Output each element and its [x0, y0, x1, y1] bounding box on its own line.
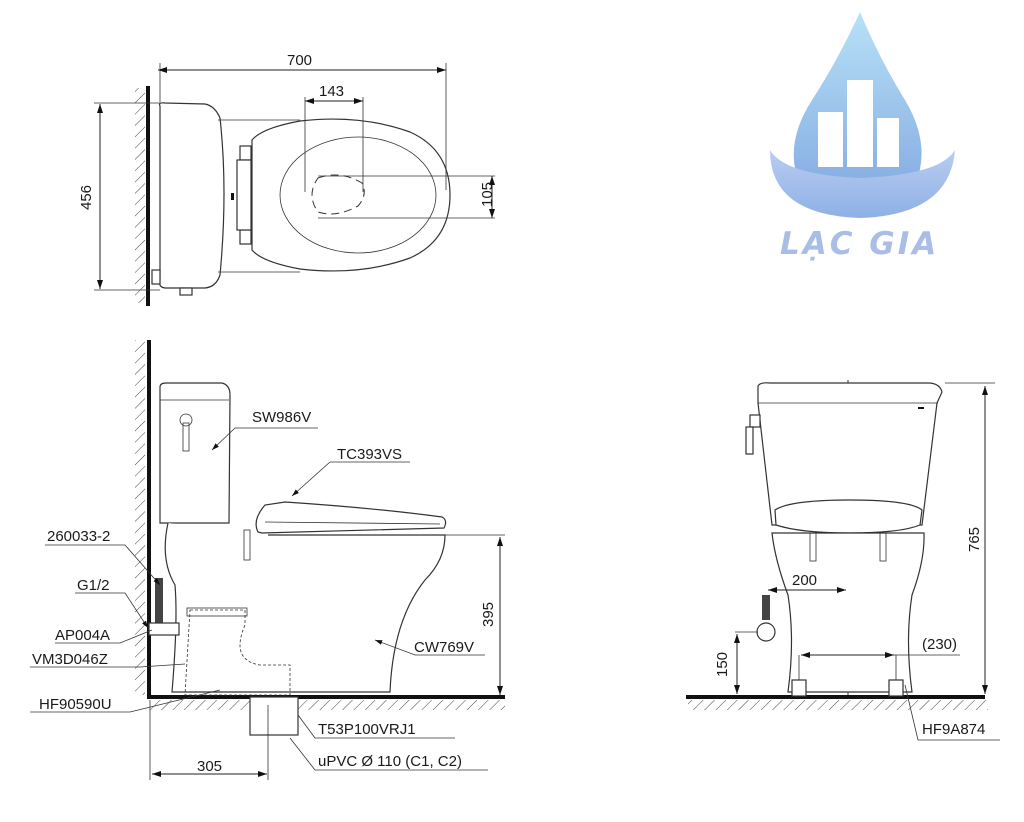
part-stop-valve: AP004A: [55, 627, 111, 644]
part-tank: SW986V: [252, 409, 312, 426]
dim-overall-width: 456: [78, 184, 96, 211]
part-thread: G1/2: [77, 577, 110, 594]
dim-rough-in: 305: [197, 758, 223, 775]
side-view: [30, 340, 505, 780]
dim-inlet-offset: 200: [792, 572, 818, 589]
part-pipe: uPVC Ø 110 (C1, C2): [318, 753, 462, 770]
front-view: [686, 380, 1000, 741]
part-floor-bolt: HF9A874: [922, 721, 986, 738]
dim-total-height: 765: [966, 526, 984, 553]
top-view: [94, 63, 495, 306]
part-hose: 260033-2: [47, 528, 111, 545]
part-flange: HF90590U: [39, 696, 112, 713]
part-adapter: T53P100VRJ1: [318, 721, 416, 738]
dim-hole-offset: 105: [479, 181, 497, 208]
part-seat: TC393VS: [337, 446, 403, 463]
part-bowl: CW769V: [414, 639, 475, 656]
dim-bowl-offset: 143: [319, 83, 345, 100]
brand-name: LẠC GIA: [780, 226, 940, 262]
dim-bolt-spacing: (230): [922, 636, 958, 653]
brand-logo-icon: [770, 12, 955, 218]
dim-inlet-height: 150: [714, 651, 732, 678]
dim-overall-length: 700: [287, 52, 313, 69]
part-valve-set: VM3D046Z: [32, 651, 108, 668]
dim-seat-height: 395: [480, 601, 498, 628]
